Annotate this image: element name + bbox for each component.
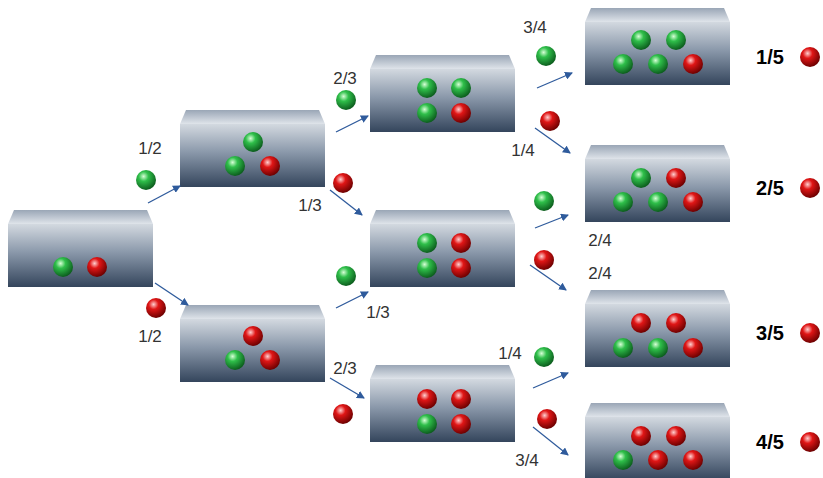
arrows xyxy=(148,73,572,455)
probability-label: 3/4 xyxy=(515,452,539,469)
red-fraction-label: 3/5 xyxy=(756,323,784,343)
red-fraction-label: 4/5 xyxy=(756,432,784,452)
probability-label: 2/4 xyxy=(588,232,612,249)
probability-label: 2/4 xyxy=(588,265,612,282)
red-fraction-label: 2/5 xyxy=(756,178,784,198)
urns xyxy=(8,8,730,478)
probability-label: 2/3 xyxy=(333,70,357,87)
red-fraction-label: 1/5 xyxy=(756,47,784,67)
probability-label: 1/3 xyxy=(298,197,322,214)
probability-label: 1/2 xyxy=(138,140,162,157)
probability-label: 2/3 xyxy=(333,360,357,377)
probability-label: 1/3 xyxy=(366,304,390,321)
balls xyxy=(53,30,820,470)
probability-label: 1/4 xyxy=(511,142,535,159)
probability-label: 1/2 xyxy=(138,328,162,345)
probability-label: 3/4 xyxy=(523,19,547,36)
probability-label: 1/4 xyxy=(498,345,522,362)
